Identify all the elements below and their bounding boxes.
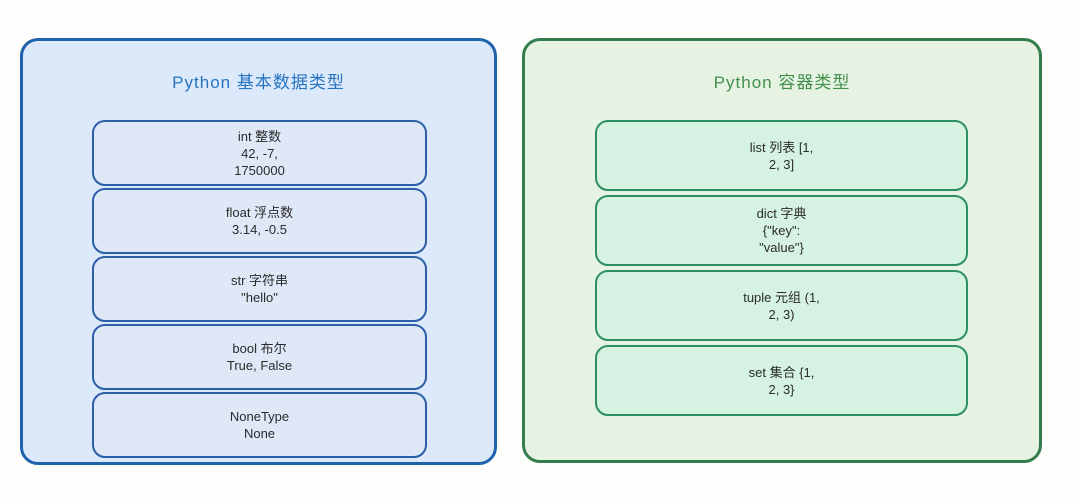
type-box-float: float 浮点数 3.14, -0.5 xyxy=(92,188,427,254)
type-box-line: 2, 3} xyxy=(768,381,795,397)
panel-container-title: Python 容器类型 xyxy=(713,73,851,92)
type-box-bool: bool 布尔 True, False xyxy=(92,324,427,390)
type-box-tuple: tuple 元组 (1,2, 3) xyxy=(595,270,968,341)
type-box-dict: dict 字典 {"key": "value"} xyxy=(595,195,968,266)
type-box-line: float 浮点数 xyxy=(225,205,294,220)
type-box-line: list 列表 [1, xyxy=(749,139,814,155)
type-box-line: int 整数 xyxy=(237,128,282,144)
type-box-list: list 列表 [1,2, 3] xyxy=(595,120,968,191)
type-box-line: 3.14, -0.5 xyxy=(232,222,287,237)
type-box-line: NoneType xyxy=(229,409,290,424)
type-box-line: dict 字典 xyxy=(756,206,807,221)
type-box-line: 2, 3] xyxy=(768,156,795,172)
container-types-stack: list 列表 [1,2, 3] dict 字典 {"key": "value"} tu… xyxy=(595,120,968,416)
type-box-line: None xyxy=(243,426,276,441)
type-box-str: str 字符串 "hello" xyxy=(92,256,427,322)
panel-basic-title: Python 基本数据类型 xyxy=(172,73,345,92)
type-box-line: set 集合 {1, xyxy=(748,364,815,380)
type-box-set: set 集合 {1,2, 3} xyxy=(595,345,968,416)
type-box-line: "value"} xyxy=(759,240,804,255)
type-box-line: tuple 元组 (1, xyxy=(743,289,820,305)
type-box-line: {"key": xyxy=(762,223,801,238)
type-box-line: "hello" xyxy=(241,290,278,305)
type-box-line: True, False xyxy=(226,358,293,373)
type-box-line: str 字符串 xyxy=(230,273,289,288)
panel-container-types: Python 容器类型 list 列表 [1,2, 3] dict 字典 {"key… xyxy=(522,38,1042,463)
type-box-line: bool 布尔 xyxy=(232,341,287,356)
type-box-line: 1750000 xyxy=(234,162,285,178)
type-box-line: 2, 3) xyxy=(768,306,795,322)
type-box-line: 42, -7, xyxy=(241,145,278,161)
